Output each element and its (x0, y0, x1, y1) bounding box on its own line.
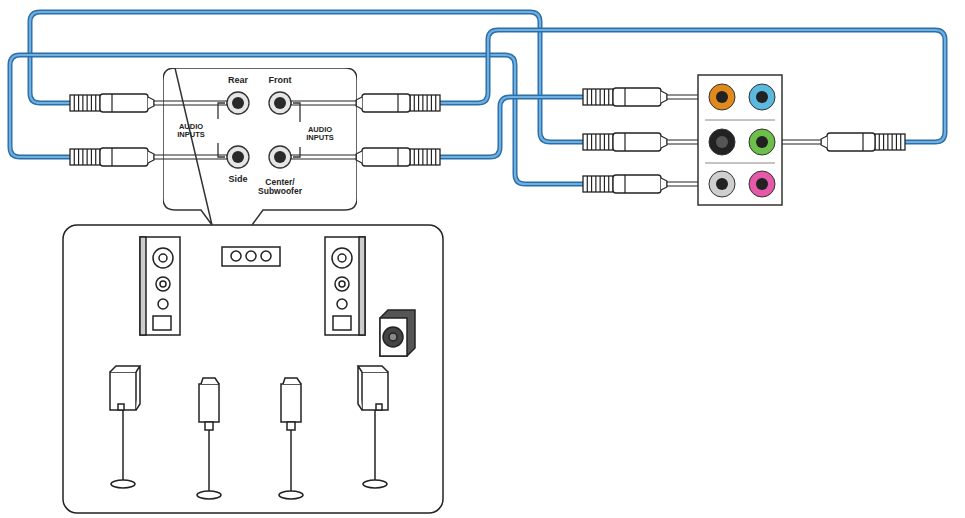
input-group-label: AUDIO INPUTS (172, 123, 210, 140)
jack-label: Rear (228, 76, 248, 86)
input-group-label: AUDIO INPUTS (301, 126, 339, 143)
jack-label: Side (228, 175, 247, 185)
rear-audio-jack-panel (698, 75, 782, 205)
audio-cables (10, 12, 945, 184)
panel-outline (163, 68, 357, 226)
jack-label: Front (269, 76, 292, 86)
speaker-set (63, 225, 443, 513)
audio-input-panel: Rear FrontAUDIO INPUTS AUDIO INPUTS Side Cen… (163, 68, 357, 226)
jack-label: Center/ Subwoofer (253, 178, 307, 197)
